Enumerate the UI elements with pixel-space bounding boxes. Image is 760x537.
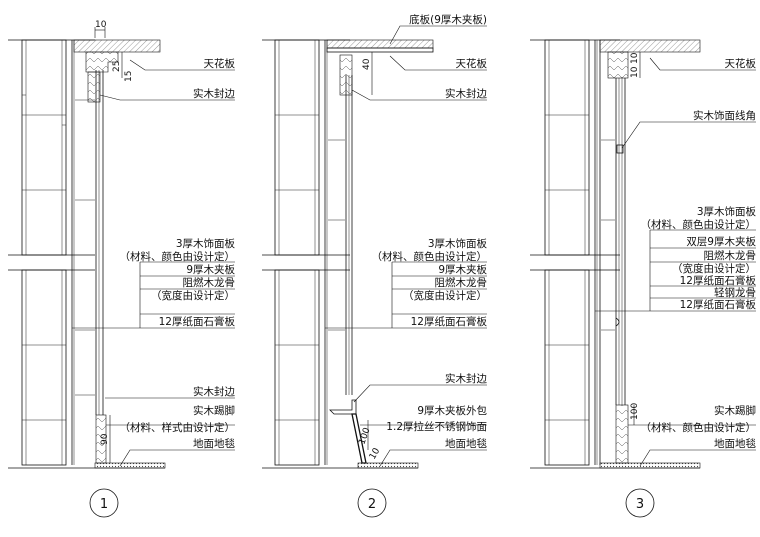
edge-trim-top-2 [339, 54, 353, 96]
label-corner-line-3: 实木饰面线角 [693, 109, 756, 122]
label-veneer-2a: 3厚木饰面板 [428, 237, 488, 250]
label-keel-1a: 阻燃木龙骨 [183, 276, 236, 289]
label-skirting-1a: 实木踢脚 [193, 404, 235, 417]
label-floor-2: 地面地毯 [445, 437, 487, 450]
label-wrap-2a: 9厚木夹板外包 [417, 404, 487, 417]
detail-3: 10 10 100 天花板 实木饰面线角 3厚木饰面板 （材料、颜色由设计定） … [530, 39, 757, 518]
wall-block-lower-3 [544, 269, 590, 466]
label-edge-trim-2: 实木封边 [445, 87, 487, 100]
label-bottom-trim-1: 实木封边 [193, 385, 235, 398]
wall-block-upper-3 [544, 39, 590, 256]
labels-1: 天花板 实木封边 3厚木饰面板 （材料、颜色由设计定） 9厚木夹板 阻燃木龙骨 … [72, 57, 236, 467]
detail-1: 10 25 15 90 天花板 实木封边 3厚木饰面板 （材料、颜色由设计定） … [8, 20, 236, 518]
label-plywood-3: 双层9厚木夹板 [686, 235, 756, 248]
wall-block-upper-1 [21, 39, 67, 256]
ceiling-board-3 [599, 39, 701, 53]
base-board-2 [326, 39, 434, 49]
detail-number-2: 2 [368, 497, 376, 512]
label-ceiling-1: 天花板 [204, 57, 236, 70]
label-keel-1b: （宽度由设计定） [151, 289, 235, 302]
label-gypsum-1: 12厚纸面石膏板 [159, 315, 236, 328]
label-ceiling-3: 天花板 [725, 57, 757, 70]
dim-skirting-3: 100 [630, 403, 640, 420]
label-floor-1: 地面地毯 [193, 437, 235, 450]
detail-marker-1 [89, 488, 119, 518]
label-veneer-1a: 3厚木饰面板 [176, 237, 236, 250]
labels-3: 天花板 实木饰面线角 3厚木饰面板 （材料、颜色由设计定） 双层9厚木夹板 阻燃… [595, 57, 757, 467]
bottom-trim-2 [329, 399, 357, 415]
label-floor-3: 地面地毯 [714, 437, 756, 450]
wall-block-lower-2 [274, 269, 320, 466]
floor-carpet-2 [357, 462, 419, 469]
label-veneer-3a: 3厚木饰面板 [697, 205, 757, 218]
label-gypsum-3a: 12厚纸面石膏板 [680, 274, 757, 287]
label-skirting-3a: 实木踢脚 [714, 404, 756, 417]
dim-trim-a-1: 25 [112, 61, 122, 72]
label-skirting-1b: （材料、样式由设计定） [120, 421, 236, 434]
label-keel-2b: （宽度由设计定） [403, 289, 487, 302]
dim-top-b-3: 10 [630, 66, 640, 78]
finish-layers-1 [71, 40, 104, 465]
dim-skirting-1: 90 [100, 433, 110, 445]
label-wrap-2b: 1.2厚拉丝不锈钢饰面 [386, 420, 487, 433]
floor-carpet-1 [94, 462, 166, 469]
dim-top-gap-1: 10 [95, 20, 107, 30]
label-ceiling-2: 天花板 [456, 57, 488, 70]
label-plywood-1: 9厚木夹板 [186, 263, 235, 276]
edge-trim-top-1 [87, 71, 101, 103]
label-veneer-3b: （材料、颜色由设计定） [641, 218, 757, 231]
floor-carpet-3 [599, 462, 701, 469]
ceiling-board-1 [73, 39, 161, 53]
dim-trim-top-2: 40 [362, 58, 372, 70]
label-base-board-2: 底板(9厚木夹板) [409, 13, 487, 26]
dim-skirt-w-2: 10 [368, 446, 383, 461]
labels-2: 底板(9厚木夹板) 天花板 实木封边 3厚木饰面板 （材料、颜色由设计定） 9厚… [325, 13, 488, 467]
dims-1: 10 25 15 90 [94, 20, 134, 463]
finish-layers-3 [594, 40, 626, 465]
label-keel-3a: 阻燃木龙骨 [704, 249, 757, 262]
label-edge-trim-1: 实木封边 [193, 87, 235, 100]
detail-number-3: 3 [636, 497, 644, 512]
finish-layers-2 [324, 40, 353, 465]
joint-mark-3 [615, 317, 620, 327]
ceiling-trim-1 [85, 51, 119, 73]
label-plywood-2: 9厚木夹板 [438, 263, 487, 276]
label-keel-3b: （宽度由设计定） [672, 262, 756, 275]
label-steel-keel-3: 轻钢龙骨 [714, 286, 756, 299]
skirting-3 [615, 404, 629, 464]
label-keel-2a: 阻燃木龙骨 [435, 276, 488, 289]
dims-3: 10 10 100 [630, 52, 641, 425]
detail-number-1: 1 [100, 497, 108, 512]
detail-marker-2 [357, 488, 387, 518]
label-gypsum-2: 12厚纸面石膏板 [411, 315, 488, 328]
detail-marker-3 [625, 488, 655, 518]
wall-block-upper-2 [274, 39, 320, 256]
label-bottom-trim-2: 实木封边 [445, 372, 487, 385]
detail-2: 40 100 10 底板(9厚木夹板) 天花板 实木封边 3厚木饰面板 （材料、… [262, 13, 488, 518]
label-skirting-3b: （材料、颜色由设计定） [641, 421, 757, 434]
ceiling-board-2 [326, 47, 434, 53]
corner-line-3 [616, 144, 624, 154]
corner-trim-3 [607, 51, 629, 79]
wall-block-lower-1 [21, 269, 67, 466]
dim-trim-b-1: 15 [124, 71, 134, 82]
label-veneer-2b: （材料、颜色由设计定） [372, 250, 488, 263]
dim-top-a-3: 10 [630, 52, 640, 64]
label-veneer-1b: （材料、颜色由设计定） [120, 250, 236, 263]
label-gypsum-3b: 12厚纸面石膏板 [680, 298, 757, 311]
